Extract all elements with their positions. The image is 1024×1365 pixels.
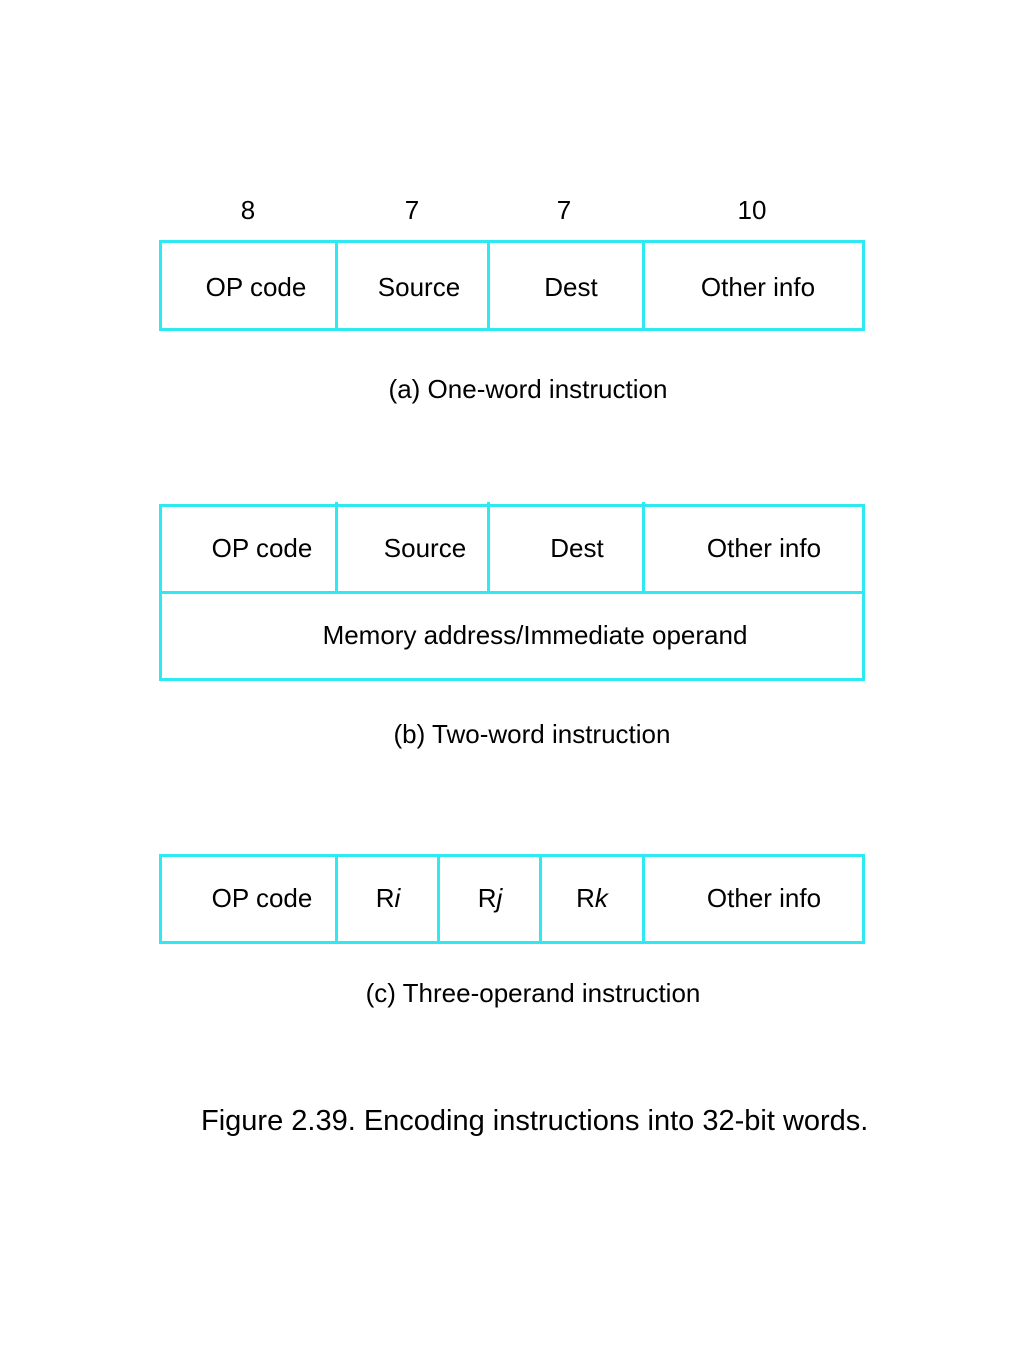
three-operand-instruction-box (159, 854, 865, 944)
field-divider (487, 240, 490, 331)
one-word-instruction-box (159, 240, 865, 331)
bit-width-source: 7 (404, 195, 420, 225)
field-divider (437, 854, 440, 944)
caption-two-word: (b) Two-word instruction (393, 719, 671, 749)
field-divider (642, 502, 645, 592)
figure-caption: Figure 2.39. Encoding instructions into … (201, 1105, 869, 1137)
field-divider (539, 854, 542, 944)
field-memory-address: Memory address/Immediate operand (322, 620, 748, 650)
word-divider (159, 591, 865, 594)
field-divider (335, 240, 338, 331)
caption-three-operand: (c) Three-operand instruction (365, 978, 701, 1008)
field-register-i: Ri (375, 883, 401, 913)
field-dest: Dest (544, 272, 598, 302)
field-divider (335, 854, 338, 944)
field-dest: Dest (550, 533, 604, 563)
bit-width-other: 10 (737, 195, 767, 225)
bit-width-dest: 7 (556, 195, 572, 225)
field-divider (642, 854, 645, 944)
field-other-info: Other info (706, 533, 822, 563)
caption-one-word: (a) One-word instruction (388, 374, 668, 404)
field-opcode: OP code (211, 883, 313, 913)
field-divider (335, 502, 338, 592)
field-register-j: Rj (477, 883, 503, 913)
field-register-k: Rk (576, 883, 608, 913)
bit-width-opcode: 8 (240, 195, 256, 225)
field-divider (487, 502, 490, 592)
field-opcode: OP code (211, 533, 313, 563)
field-source: Source (377, 272, 461, 302)
field-opcode: OP code (205, 272, 307, 302)
field-other-info: Other info (706, 883, 822, 913)
field-source: Source (383, 533, 467, 563)
field-other-info: Other info (700, 272, 816, 302)
field-divider (642, 240, 645, 331)
